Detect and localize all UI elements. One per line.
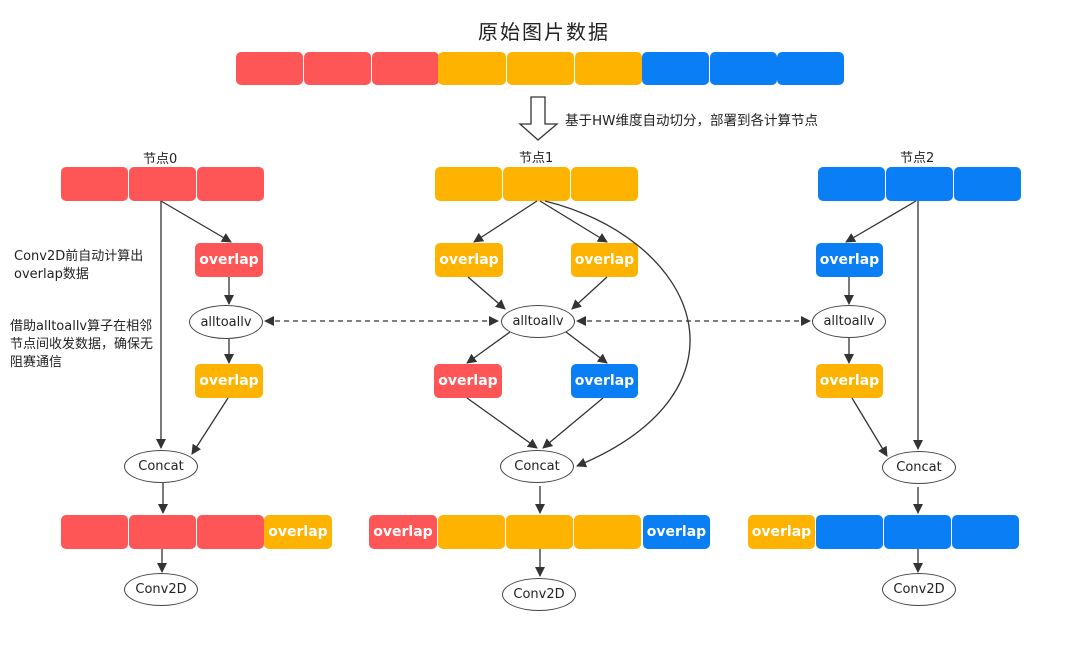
data-block-yellow (575, 52, 642, 85)
data-block-yellow (571, 167, 638, 201)
edge (845, 200, 917, 243)
data-block-red (372, 52, 439, 85)
edge (191, 397, 229, 455)
node-1-overlap-out-right: overlap (571, 243, 638, 277)
node-0-output-overlap: overlap (264, 515, 332, 549)
node-1-conv2d: Conv2D (502, 578, 576, 611)
node-1-overlap-in-right: overlap (571, 364, 638, 398)
edge (565, 331, 608, 364)
node-2-output-overlap: overlap (748, 515, 815, 549)
node-0-label: 节点0 (143, 152, 178, 167)
node-1-output-overlap-left: overlap (369, 515, 437, 549)
data-block-red (129, 167, 196, 201)
data-block-blue (884, 515, 951, 549)
node-0-concat: Concat (124, 450, 198, 483)
data-block-yellow (503, 167, 570, 201)
node-1-overlap-out-left: overlap (435, 243, 503, 277)
node-2-alltoallv: alltoallv (812, 305, 886, 338)
edge (571, 276, 608, 310)
node-2-conv2d: Conv2D (882, 573, 956, 606)
data-block-red (129, 515, 196, 549)
node-2-label: 节点2 (900, 151, 935, 166)
data-block-red (197, 167, 264, 201)
data-block-blue (777, 52, 844, 85)
node-2-concat: Concat (882, 451, 956, 484)
data-block-red (61, 167, 128, 201)
arrowhead-icon (264, 316, 274, 326)
diagram-title: 原始图片数据 (478, 20, 610, 44)
edge (473, 200, 538, 243)
edge (539, 200, 608, 243)
data-block-red (236, 52, 303, 85)
data-block-yellow (574, 515, 641, 549)
node-0-overlap-in: overlap (195, 364, 263, 398)
node-1-output-overlap-right: overlap (643, 515, 710, 549)
node-1-alltoallv: alltoallv (501, 305, 575, 338)
data-block-red (304, 52, 371, 85)
data-block-yellow (435, 167, 502, 201)
data-block-blue (710, 52, 777, 85)
node-0-alltoallv: alltoallv (189, 305, 263, 339)
edge (160, 200, 232, 243)
edge (542, 397, 604, 449)
data-block-yellow (507, 52, 574, 85)
split-arrow-icon (518, 96, 559, 141)
node-2-overlap-out: overlap (816, 243, 883, 277)
data-block-yellow (438, 515, 505, 549)
data-block-blue (818, 167, 885, 201)
note-overlap-calc: Conv2D前自动计算出overlap数据 (14, 249, 144, 282)
edge (851, 397, 888, 457)
edge (467, 276, 506, 310)
data-block-blue (816, 515, 883, 549)
node-2-overlap-in: overlap (816, 364, 883, 398)
edge (544, 200, 691, 468)
edge (466, 397, 538, 449)
node-0-overlap-out: overlap (195, 243, 263, 277)
data-block-red (61, 515, 128, 549)
data-block-red (197, 515, 264, 549)
node-0-conv2d: Conv2D (124, 573, 198, 606)
node-1-concat: Concat (500, 450, 574, 483)
data-block-blue (886, 167, 953, 201)
arrowhead-icon (576, 316, 586, 326)
split-note: 基于HW维度自动切分，部署到各计算节点 (565, 113, 818, 129)
edge (466, 331, 511, 364)
note-alltoallv-comm: 借助alltoallv算子在相邻节点间收发数据，确保无阻赛通信 (10, 319, 154, 370)
data-block-blue (954, 167, 1021, 201)
data-block-blue (642, 52, 709, 85)
data-block-blue (952, 515, 1019, 549)
node-1-overlap-in-left: overlap (434, 364, 502, 398)
data-block-yellow (438, 52, 506, 85)
node-1-label: 节点1 (519, 151, 554, 166)
data-block-yellow (506, 515, 573, 549)
